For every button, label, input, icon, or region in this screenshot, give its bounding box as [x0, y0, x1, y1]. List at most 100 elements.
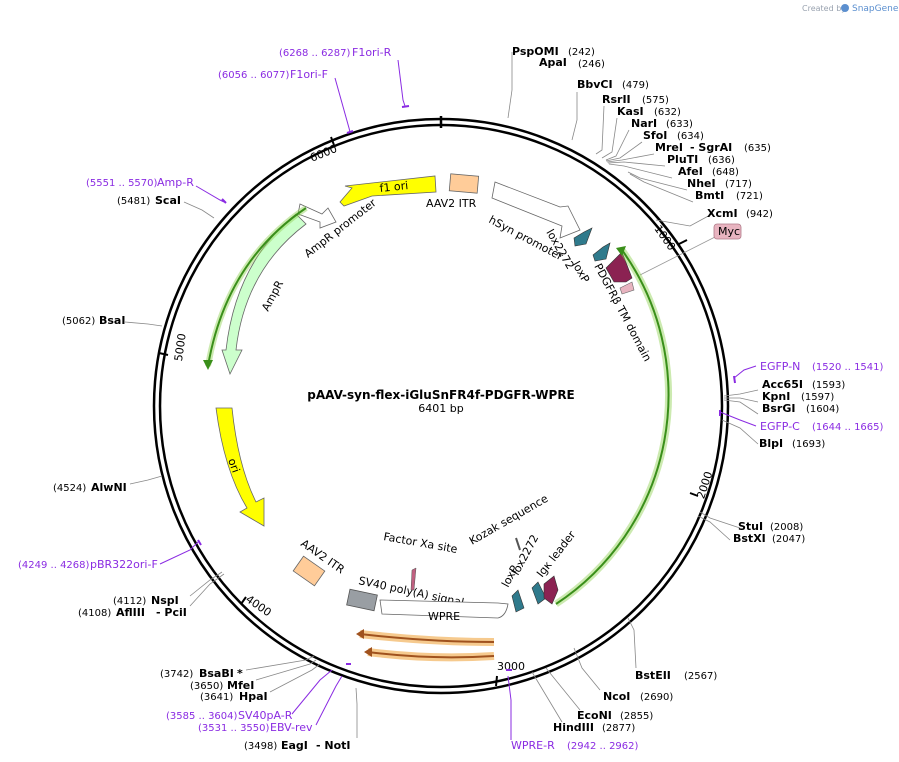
tick-mark [240, 596, 247, 605]
f1-ori-arrow [339, 175, 437, 207]
loxp-bottom-marker [511, 589, 525, 613]
enzyme-bstxi-pos: (2047) [772, 534, 805, 545]
primer-wpre-r-range: (2942 .. 2962) [567, 741, 639, 752]
primer-egfp-c: EGFP-C [760, 420, 800, 433]
igk-leader-label: Igκ leader [534, 528, 578, 580]
enzyme-bsabi: BsaBI [199, 667, 234, 680]
ampr-promoter-arrow [297, 203, 337, 229]
enzyme-bsrgi-pos: (1604) [806, 404, 839, 415]
myc-marker [619, 281, 635, 295]
ampr-label: AmpR [259, 278, 286, 313]
enzyme-bmti-pos: (721) [736, 191, 763, 202]
credit-brand: SnapGene [852, 4, 899, 14]
enzyme-pcii: - PciI [156, 606, 187, 619]
enzyme-kpni-pos: (1597) [801, 392, 834, 403]
enzyme-afei-pos: (648) [712, 167, 739, 178]
tick-mark [330, 136, 335, 146]
primer-pbr322ori-f: pBR322ori-F [90, 558, 158, 571]
enzyme-bsabi-star: * [237, 667, 243, 680]
primer-f1ori-r-range: (6268 .. 6287) [279, 48, 351, 59]
enzyme-apai-pos: (246) [578, 59, 605, 70]
primer-leader-lines [159, 59, 757, 740]
tick-label-2000: 2000 [694, 470, 715, 501]
primer-marks [197, 105, 736, 671]
ampr-orf-arc [207, 207, 307, 367]
wpre-arrow [379, 599, 509, 619]
primer-amp-r-range: (5551 .. 5570) [86, 178, 158, 189]
enzyme-blpi-pos: (1693) [792, 439, 825, 450]
enzyme-afliii-pos: (4108) [78, 608, 111, 619]
orf-arc-green [555, 249, 670, 605]
tick-label-6000: 6000 [308, 142, 339, 165]
primer-egfp-n-range: (1520 .. 1541) [812, 362, 884, 373]
loxp-top-marker [592, 242, 611, 262]
enzyme-hpai: HpaI [239, 690, 268, 703]
enzyme-hpai-pos: (3641) [200, 692, 233, 703]
enzyme-alwni: AlwNI [91, 481, 127, 494]
tick-label-5000: 5000 [172, 333, 189, 363]
aav2-itr-bottom-box [292, 555, 326, 587]
enzyme-stui-pos: (2008) [770, 522, 803, 533]
enzyme-hindiii-pos: (2877) [602, 723, 635, 734]
enzyme-econi-pos: (2855) [620, 711, 653, 722]
enzyme-ncoi-pos: (2690) [640, 692, 673, 703]
primer-f1ori-r: F1ori-R [352, 46, 392, 59]
pdgfr-tm-arrow [605, 251, 633, 283]
enzyme-bsteii: BstEII [635, 669, 671, 682]
enzyme-bsabi-pos: (3742) [160, 669, 193, 680]
orf-arrowhead-green [616, 246, 626, 256]
plasmid-name: pAAV-syn-flex-iGluSnFR4f-PDGFR-WPRE [307, 388, 575, 402]
ori-label: ori [225, 457, 242, 475]
enzyme-sgrai-pos: (635) [744, 143, 771, 154]
primer-ebv-rev: EBV-rev [270, 721, 313, 734]
factor-xa-label: Factor Xa site [382, 530, 458, 556]
enzyme-scai: ScaI [155, 194, 181, 207]
enzyme-hindiii: HindIII [553, 721, 594, 734]
primer-egfp-n: EGFP-N [760, 360, 800, 373]
primer-sv40pa-r-range: (3585 .. 3604) [166, 711, 238, 722]
enzyme-sgrai: - SgrAI [690, 141, 732, 154]
enzyme-nspi-pos: (4112) [113, 596, 146, 607]
enzyme-ncoi: NcoI [603, 690, 630, 703]
tick-mark [495, 675, 498, 687]
enzyme-mrei: MreI [655, 141, 683, 154]
primer-wpre-r: WPRE-R [511, 739, 555, 752]
enzyme-rsrii-pos: (575) [642, 95, 669, 106]
enzyme-bstxi: BstXI [733, 532, 766, 545]
enzyme-bbvci-pos: (479) [622, 80, 649, 91]
enzyme-stui: StuI [738, 520, 763, 533]
primer-pbr322ori-f-range: (4249 .. 4268) [18, 560, 90, 571]
plasmid-length: 6401 bp [418, 402, 463, 415]
enzyme-acc65i: Acc65I [762, 378, 803, 391]
enzyme-apai: ApaI [539, 56, 567, 69]
primer-egfp-c-range: (1644 .. 1665) [812, 422, 884, 433]
factor-xa-marker [410, 567, 417, 591]
orf-arrowhead-orange-1 [356, 629, 364, 639]
tick-label-3000: 3000 [497, 660, 525, 673]
enzyme-kpni: KpnI [762, 390, 790, 403]
snapgene-logo-icon [841, 4, 849, 12]
enzyme-leader-lines [124, 52, 759, 738]
enzyme-afei: AfeI [678, 165, 703, 178]
enzyme-pspomi: PspOMI [512, 45, 559, 58]
enzyme-noti: - NotI [316, 739, 351, 752]
aav2-itr-top-label: AAV2 ITR [426, 197, 477, 210]
enzyme-blpi: BlpI [759, 437, 783, 450]
enzyme-acc65i-pos: (1593) [812, 380, 845, 391]
lox2272-top-marker [573, 227, 593, 247]
enzyme-xcmi-pos: (942) [746, 209, 773, 220]
myc-leader-line [639, 236, 716, 276]
primer-sv40pa-r: SV40pA-R [238, 709, 293, 722]
ampr-orf-arrowhead [203, 360, 213, 370]
enzyme-nhei: NheI [687, 177, 716, 190]
primer-f1ori-f: F1ori-F [290, 68, 328, 81]
enzyme-mfei-pos: (3650) [190, 681, 223, 692]
tick-mark [678, 239, 688, 245]
sv40-polya-box [346, 588, 378, 612]
enzyme-bsteii-pos: (2567) [684, 671, 717, 682]
tick-mark [689, 492, 699, 497]
primer-ebv-rev-range: (3531 .. 3550) [198, 723, 270, 734]
kozak-marker [515, 537, 521, 551]
enzyme-eagi-pos: (3498) [244, 741, 277, 752]
f1-ori-label: f1 ori [379, 179, 409, 195]
